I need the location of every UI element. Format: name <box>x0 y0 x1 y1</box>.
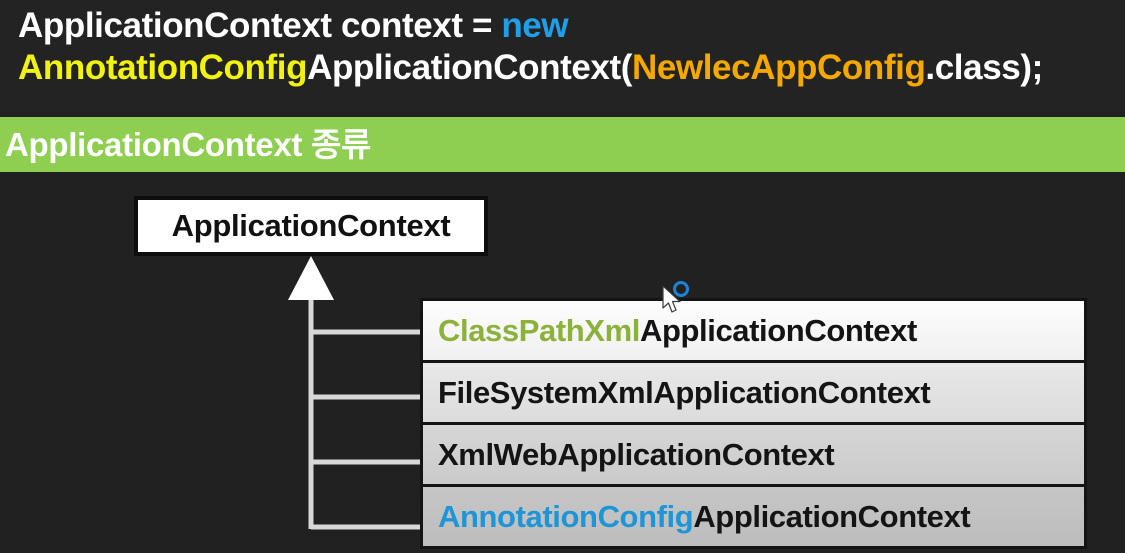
subclass-box-classpathxmlapplicationcontext[interactable]: ClassPathXmlApplicationContext <box>420 298 1087 363</box>
click-indicator-ring <box>673 281 689 297</box>
subclass-rest: ApplicationContext <box>693 499 971 534</box>
code-argument-newlec-app-config: NewlecAppConfig <box>631 48 926 87</box>
superclass-box-applicationcontext[interactable]: ApplicationContext <box>134 196 488 256</box>
superclass-label: ApplicationContext <box>171 208 451 243</box>
subclass-box-xmlwebapplicationcontext[interactable]: XmlWebApplicationContext <box>420 422 1087 487</box>
subclass-rest: FileSystemXmlApplicationContext <box>438 375 931 410</box>
subclass-label: FileSystemXmlApplicationContext <box>423 375 931 410</box>
subclass-label: ClassPathXmlApplicationContext <box>423 315 917 346</box>
subclass-rest: XmlWebApplicationContext <box>438 437 835 472</box>
subclass-rest: ApplicationContext <box>639 313 917 348</box>
subclass-box-annotationconfigapplicationcontext[interactable]: AnnotationConfigApplicationContext <box>420 484 1087 549</box>
code-class-name: ApplicationContext( <box>307 48 632 87</box>
code-variable: context <box>340 6 463 45</box>
code-annotation-config-prefix: AnnotationConfig <box>18 48 308 87</box>
code-type-name: ApplicationContext <box>18 6 341 45</box>
code-equals: = <box>462 6 502 45</box>
section-header-title: ApplicationContext 종류 <box>5 126 372 163</box>
subclass-list: ClassPathXmlApplicationContext FileSyste… <box>420 298 1087 549</box>
code-line-1: ApplicationContext context = new <box>18 6 569 46</box>
inheritance-arrowhead-icon <box>288 256 334 300</box>
subclass-highlight-prefix: ClassPathXml <box>438 313 640 348</box>
section-header-bar: ApplicationContext 종류 <box>0 117 1125 172</box>
subclass-box-filesystemxmlapplicationcontext[interactable]: FileSystemXmlApplicationContext <box>420 360 1087 425</box>
subclass-label: AnnotationConfigApplicationContext <box>423 499 971 534</box>
code-line-2: AnnotationConfigApplicationContext(Newle… <box>18 48 1043 88</box>
code-keyword-new: new <box>501 6 569 45</box>
code-block: ApplicationContext context = new Annotat… <box>0 0 1125 112</box>
mouse-cursor-icon <box>662 286 681 313</box>
subclass-highlight-prefix: AnnotationConfig <box>438 499 694 534</box>
code-suffix: .class); <box>925 48 1043 87</box>
uml-diagram: ApplicationContext ClassPathXmlApplicati… <box>0 172 1125 553</box>
subclass-label: XmlWebApplicationContext <box>423 437 835 472</box>
